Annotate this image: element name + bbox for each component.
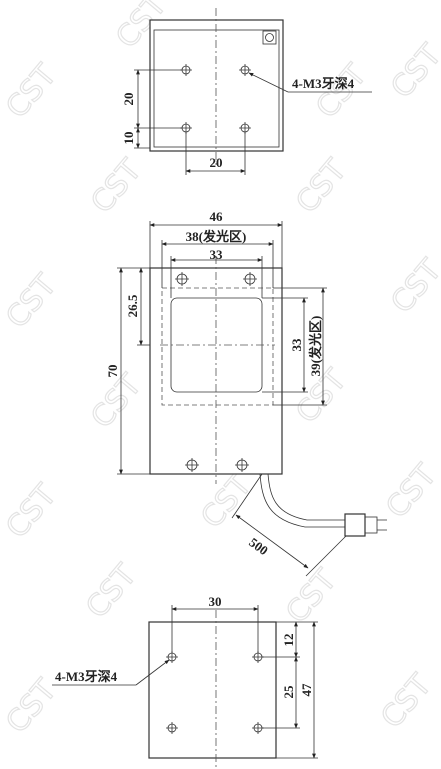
watermark: CST — [374, 667, 439, 735]
hole-note-leader — [135, 659, 170, 686]
top-view-corner-port — [262, 30, 277, 45]
front-dim-width: 46 — [210, 209, 224, 224]
watermark: CST — [0, 477, 64, 545]
front-view: 46 38(发光区) 33 70 26.5 33 39(发光区) — [105, 209, 387, 577]
cable-wire — [267, 473, 345, 521]
front-view-mount-holes — [175, 272, 257, 472]
cable — [259, 473, 387, 537]
hole-crosshairs — [180, 64, 251, 134]
bottom-dim-hole-spacing-x: 30 — [209, 594, 222, 609]
front-dim-window-width: 33 — [210, 247, 224, 262]
bottom-dim-hole-spacing-y: 25 — [281, 685, 296, 699]
front-dim-emitting-width: 38(发光区) — [186, 229, 247, 244]
front-extension-emitting-width — [161, 240, 274, 288]
front-extension-width — [149, 221, 283, 268]
bottom-dim-top-offset: 12 — [281, 634, 296, 647]
watermark: CST — [384, 252, 441, 320]
front-dim-emitting-height: 39(发光区) — [308, 316, 323, 377]
top-view-outline — [149, 19, 284, 152]
dim-line-cable-length — [235, 514, 309, 569]
watermark: CST — [279, 562, 344, 630]
cable-connector-pins — [377, 519, 387, 531]
bottom-view: 30 4-M3牙深4 12 25 47 — [52, 594, 318, 768]
watermark: CST — [84, 152, 149, 220]
cable-extension-start — [231, 473, 263, 519]
watermark: CST — [0, 57, 64, 125]
bottom-dim-height: 47 — [299, 683, 314, 697]
front-extension-window-width — [170, 256, 263, 298]
watermark: CST — [384, 37, 441, 105]
front-dim-height: 70 — [105, 365, 120, 378]
top-view-inner-outline — [153, 29, 280, 148]
top-dim-edge-offset: 10 — [121, 132, 136, 145]
front-dim-top-offset: 26.5 — [125, 294, 140, 317]
top-hole-note: 4-M3牙深4 — [292, 76, 355, 91]
cable-connector-plug — [364, 516, 378, 534]
watermark: CST — [289, 152, 354, 220]
top-view-corner-port-hole — [265, 33, 274, 42]
watermark: CST — [379, 457, 441, 525]
top-view: 4-M3牙深4 20 10 20 — [121, 8, 372, 175]
watermark: CST — [309, 57, 374, 125]
bottom-extension-hole-spacing-x — [171, 605, 259, 653]
hole-crosshairs — [166, 651, 264, 734]
top-dim-vertical-spacing: 20 — [121, 93, 136, 106]
bottom-view-outline — [148, 621, 277, 759]
cable-extension-end — [305, 535, 347, 577]
front-dim-window-height: 33 — [289, 338, 304, 352]
bottom-hole-note: 4-M3牙深4 — [55, 669, 118, 684]
top-view-mount-holes — [180, 64, 251, 134]
front-extension-emitting-height — [273, 287, 327, 406]
watermark: CST — [79, 557, 144, 625]
cable-connector — [344, 513, 366, 537]
front-extension-window-height — [262, 297, 308, 393]
hole-crosshairs — [175, 272, 257, 472]
watermark: CST — [0, 267, 64, 335]
hole-note-leader — [248, 72, 289, 93]
top-dim-horizontal-spacing: 20 — [210, 155, 223, 170]
emitting-area-outline — [161, 287, 274, 406]
top-view-extension-lines-bottom — [185, 132, 246, 175]
